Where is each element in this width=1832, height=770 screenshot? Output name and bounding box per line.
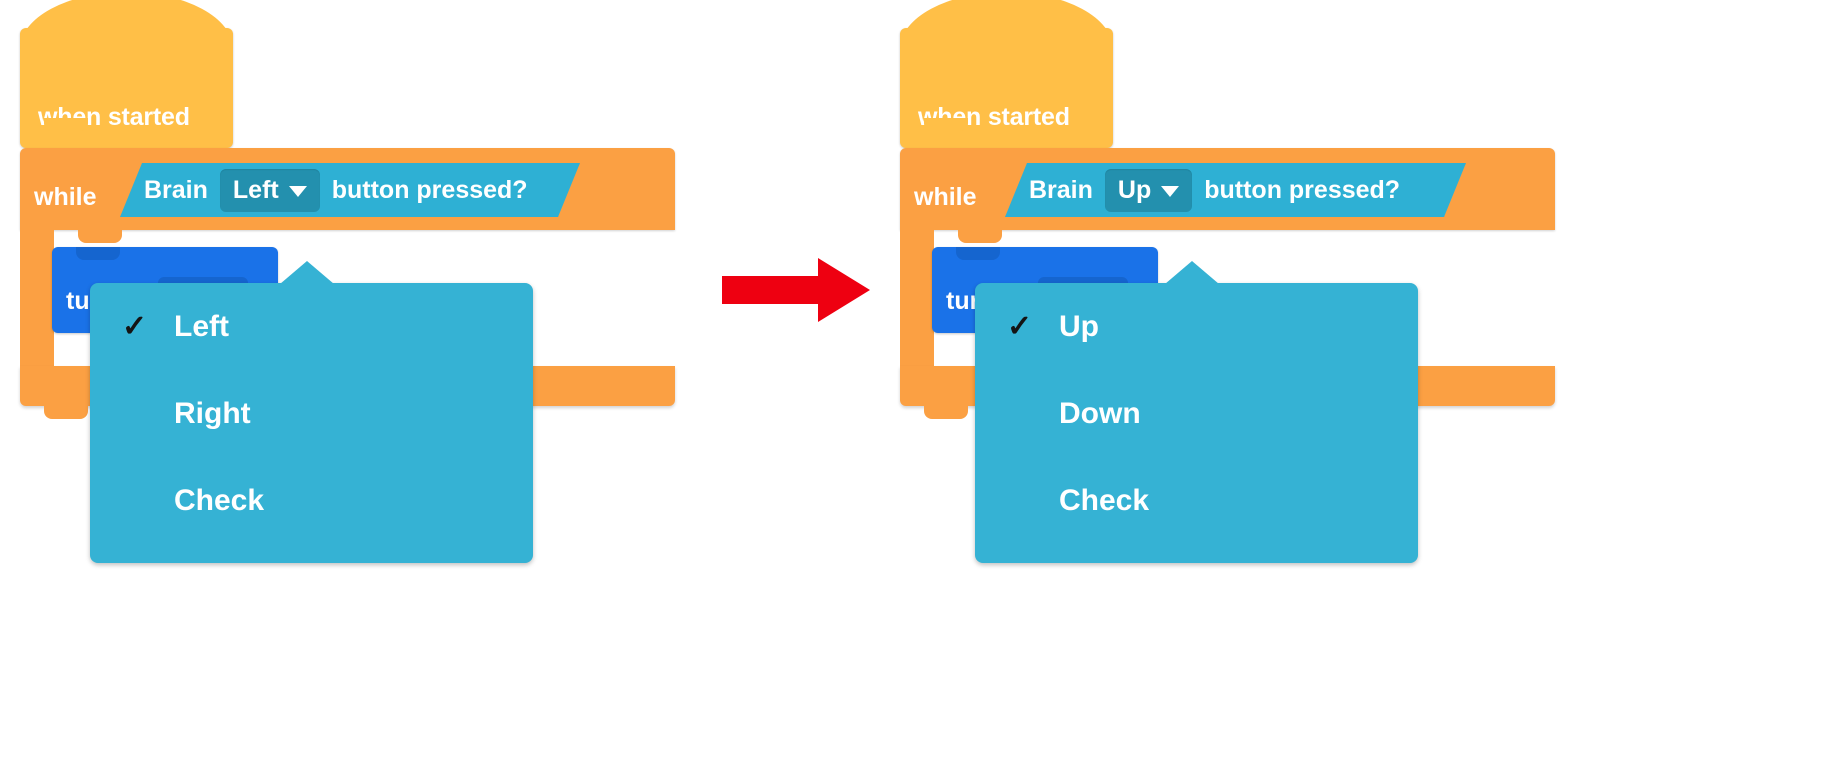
- turn-block-notch: [76, 247, 120, 260]
- brain-button-dropdown[interactable]: Up: [1105, 169, 1192, 212]
- brain-button-dropdown-value: Left: [232, 175, 279, 204]
- brain-button-pressed-reporter[interactable]: Brain Up button pressed?: [1005, 163, 1466, 217]
- dropdown-menu-before[interactable]: ✓ Left Right Check: [90, 261, 533, 563]
- checkmark-icon: ✓: [1007, 309, 1033, 343]
- brain-button-dropdown[interactable]: Left: [220, 169, 320, 212]
- while-foot-notch: [44, 406, 88, 419]
- loop-arrow-icon: ↻: [619, 735, 645, 768]
- while-label: while: [914, 183, 977, 211]
- right-arrow-icon: [722, 258, 870, 322]
- hat-cap-shape: [900, 0, 1113, 52]
- loop-arrow-icon: ↻: [1499, 735, 1525, 768]
- dropdown-option-label: Down: [1059, 396, 1141, 430]
- hat-bottom-notch: [44, 118, 88, 131]
- while-block-spine: [20, 230, 54, 366]
- dropdown-option-2[interactable]: Check: [975, 457, 1418, 544]
- brain-button-dropdown-value: Up: [1117, 175, 1152, 204]
- while-label: while: [34, 183, 97, 211]
- dropdown-pointer: [280, 261, 334, 284]
- block-stack-before: when started ↻ while Brain Left button p…: [0, 0, 720, 768]
- while-foot-notch: [924, 406, 968, 419]
- block-stack-after: when started ↻ while Brain Up button pre…: [880, 0, 1600, 768]
- brain-prefix-label: Brain: [144, 175, 208, 204]
- dropdown-pointer: [1165, 261, 1219, 284]
- dropdown-menu-after[interactable]: ✓ Up Down Check: [975, 261, 1418, 563]
- while-block-spine: [900, 230, 934, 366]
- dropdown-option-label: Check: [174, 483, 265, 517]
- dropdown-option-label: Up: [1059, 309, 1099, 343]
- hat-cap-shape: [20, 0, 233, 52]
- dropdown-option-label: Check: [1059, 483, 1150, 517]
- hat-bottom-notch: [924, 118, 968, 131]
- dropdown-option-1[interactable]: Right: [90, 370, 533, 457]
- while-inner-notch: [78, 230, 122, 243]
- dropdown-option-0[interactable]: ✓ Left: [90, 283, 533, 370]
- comparison-stage: when started ↻ while Brain Left button p…: [0, 0, 1600, 768]
- brain-suffix-label: button pressed?: [1204, 175, 1401, 204]
- turn-block-notch: [956, 247, 1000, 260]
- chevron-down-icon: [1161, 186, 1179, 197]
- dropdown-option-label: Right: [174, 396, 251, 430]
- chevron-down-icon: [289, 186, 307, 197]
- while-inner-notch: [958, 230, 1002, 243]
- transition-area: [722, 250, 872, 330]
- dropdown-option-2[interactable]: Check: [90, 457, 533, 544]
- dropdown-option-0[interactable]: ✓ Up: [975, 283, 1418, 370]
- checkmark-icon: ✓: [122, 309, 148, 343]
- brain-prefix-label: Brain: [1029, 175, 1093, 204]
- brain-button-pressed-reporter[interactable]: Brain Left button pressed?: [120, 163, 580, 217]
- brain-suffix-label: button pressed?: [331, 175, 528, 204]
- dropdown-option-1[interactable]: Down: [975, 370, 1418, 457]
- dropdown-option-label: Left: [174, 309, 229, 343]
